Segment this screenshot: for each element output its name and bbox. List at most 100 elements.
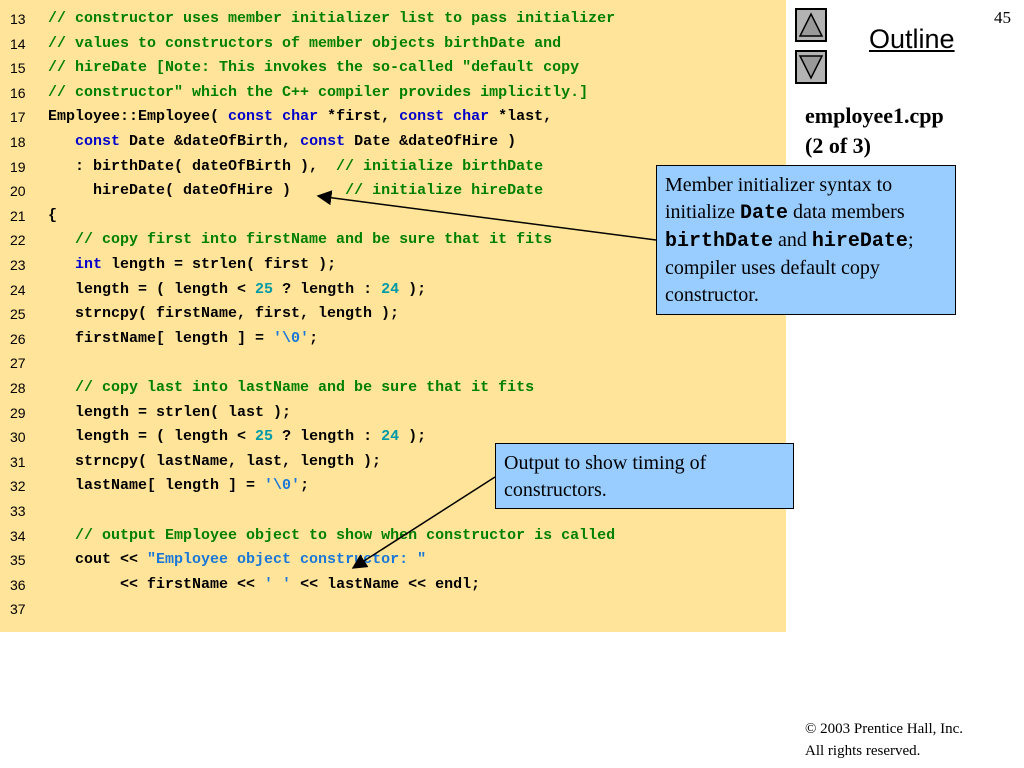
line-code: firstName[ length ] = '\0'; <box>48 327 318 351</box>
code-line: 27 <box>0 351 786 375</box>
code-line: 30 length = ( length < 25 ? length : 24 … <box>0 425 786 449</box>
code-token: ? length : <box>273 428 382 446</box>
line-number: 31 <box>10 453 26 470</box>
code-token: Date &dateOfBirth, <box>120 133 301 150</box>
initializer-callout: Member initializer syntax to initialize … <box>656 165 956 315</box>
code-token <box>48 379 75 396</box>
code-token: 24 <box>381 280 400 298</box>
callout-code: birthDate <box>665 230 774 253</box>
line-number: 18 <box>10 134 26 150</box>
line-code: hireDate( dateOfHire ) // initialize hir… <box>48 179 543 203</box>
callout-text: data members <box>788 201 905 223</box>
line-code: // hireDate [Note: This invokes the so-c… <box>48 56 579 80</box>
code-line: 21 { <box>0 204 786 228</box>
code-token: char <box>453 108 490 126</box>
line-code: int length = strlen( first ); <box>48 253 336 277</box>
previous-slide-button[interactable] <box>795 8 827 42</box>
line-number: 15 <box>10 60 26 77</box>
code-line: 16 // constructor" which the C++ compiler… <box>0 81 786 105</box>
code-token: const <box>399 108 445 126</box>
code-token: int <box>75 256 103 273</box>
code-token: length = strlen( first ); <box>102 256 337 273</box>
output-callout: Output to show timing of constructors. <box>495 443 794 509</box>
code-token: { <box>48 206 58 224</box>
callout-text: and <box>773 229 812 251</box>
triangle-up-icon <box>798 12 824 37</box>
code-line: 28 // copy last into lastName and be sur… <box>0 376 786 400</box>
line-code: // copy last into lastName and be sure t… <box>48 376 534 400</box>
line-number: 28 <box>10 380 26 396</box>
line-number: 20 <box>10 183 26 200</box>
code-line: 24 length = ( length < 25 ? length : 24 … <box>0 278 786 302</box>
line-number: 16 <box>10 84 26 101</box>
code-token: : birthDate( dateOfBirth ), <box>48 157 337 175</box>
code-token: char <box>282 108 319 126</box>
line-code: // constructor" which the C++ compiler p… <box>48 81 588 105</box>
line-number: 13 <box>10 11 26 27</box>
code-token <box>273 108 282 125</box>
code-line: 19 : birthDate( dateOfBirth ), // initia… <box>0 155 786 179</box>
code-token: cout << <box>48 551 148 569</box>
code-token: // copy first into firstName and be sure… <box>75 231 553 249</box>
code-line: 25 strncpy( firstName, first, length ); <box>0 302 786 326</box>
line-number: 21 <box>10 207 26 224</box>
code-token: 25 <box>255 280 274 298</box>
code-line: 14// values to constructors of member ob… <box>0 32 786 56</box>
line-code: // constructor uses member initializer l… <box>48 7 615 31</box>
callout-text: Member initializer syntax to initialize <box>665 174 893 223</box>
code-token: // copy last into lastName and be sure t… <box>75 379 535 396</box>
code-line: 32 lastName[ length ] = '\0'; <box>0 474 786 498</box>
code-line: 13 // constructor uses member initializer… <box>0 7 786 31</box>
code-token: 25 <box>255 428 274 446</box>
next-slide-button[interactable] <box>795 50 827 84</box>
line-number: 25 <box>10 306 26 323</box>
line-number: 30 <box>10 429 26 446</box>
copyright-symbol: © <box>805 721 817 737</box>
code-token: // constructor uses member initializer l… <box>48 10 616 27</box>
callout-code: Date <box>739 202 788 225</box>
code-token: '\0' <box>264 477 301 495</box>
line-code: { <box>48 204 57 228</box>
callout-text: ; compiler uses default copy constructor… <box>665 229 914 306</box>
line-number: 27 <box>10 355 26 372</box>
triangle-down-icon <box>798 55 824 80</box>
code-token: ' ' <box>264 575 292 593</box>
code-token: ; <box>300 477 310 495</box>
code-token <box>48 256 75 273</box>
code-token: *last, <box>489 108 553 126</box>
code-token: // constructor" which the C++ compiler p… <box>48 83 589 101</box>
code-token: // initialize birthDate <box>336 157 544 175</box>
code-token: lastName[ length ] = <box>48 477 265 495</box>
rights-text: All rights reserved. <box>805 743 921 759</box>
code-token: << lastName << endl; <box>291 575 481 593</box>
line-number: 19 <box>10 158 26 175</box>
code-token: << firstName << <box>48 575 265 593</box>
code-token: 24 <box>381 428 400 446</box>
file-part: (2 of 3) <box>805 133 871 158</box>
code-token: Employee::Employee( <box>48 108 229 126</box>
code-token: ); <box>399 280 427 298</box>
line-code: const Date &dateOfBirth, const Date &dat… <box>48 130 516 154</box>
code-token: const <box>75 133 121 150</box>
code-token: '\0' <box>273 329 310 347</box>
outline-link[interactable]: Outline <box>869 24 955 54</box>
line-code: << firstName << ' ' << lastName << endl; <box>48 573 480 597</box>
code-token <box>444 108 453 125</box>
code-token: *first, <box>318 108 400 126</box>
line-code: length = ( length < 25 ? length : 24 ); <box>48 278 426 302</box>
line-code: strncpy( lastName, last, length ); <box>48 450 381 474</box>
code-listing: 13 // constructor uses member initializer… <box>0 0 786 632</box>
line-number: 35 <box>10 552 26 569</box>
line-number: 24 <box>10 281 26 298</box>
line-number: 33 <box>10 503 26 519</box>
line-number: 29 <box>10 404 26 421</box>
code-token: hireDate( dateOfHire ) <box>48 182 346 200</box>
code-line: 36 << firstName << ' ' << lastName << en… <box>0 573 786 597</box>
line-number: 37 <box>10 601 26 618</box>
page-number: 45 <box>994 8 1011 27</box>
code-token <box>48 231 75 248</box>
code-token: strncpy( lastName, last, length ); <box>48 452 382 470</box>
code-token: // values to constructors of member obje… <box>48 34 562 52</box>
callout-code: hireDate <box>811 230 908 253</box>
